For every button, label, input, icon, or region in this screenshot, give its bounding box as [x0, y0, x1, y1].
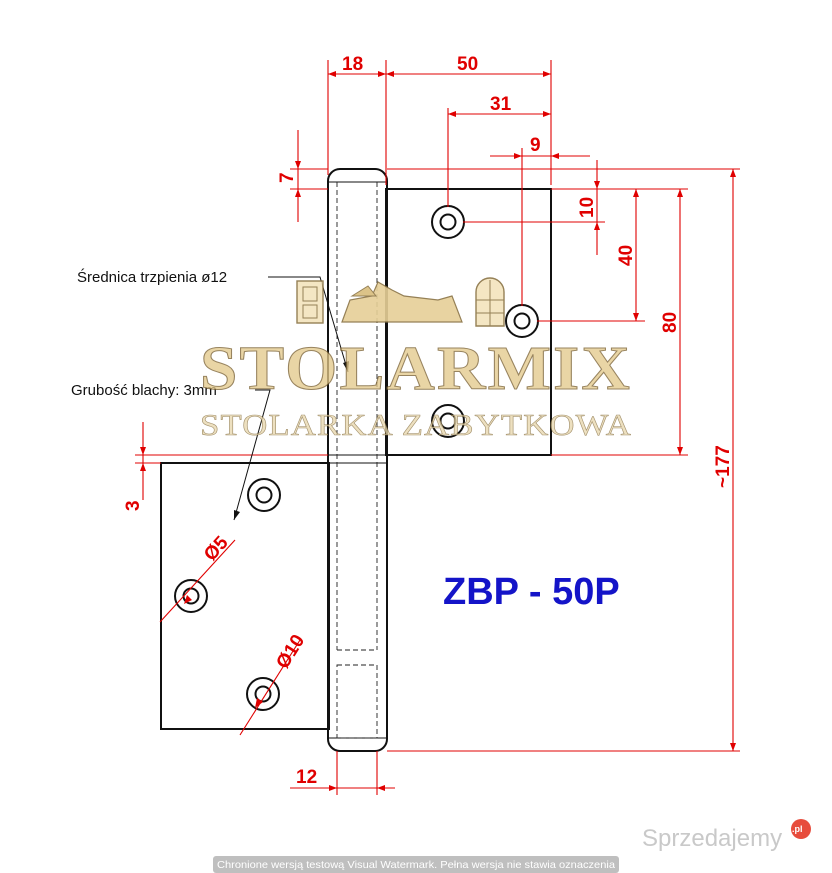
upper-hole-1: [431, 205, 465, 239]
notes: Średnica trzpienia ø12 Grubość blachy: 3…: [71, 268, 349, 521]
dim-barrel-width: 18: [342, 54, 363, 75]
hinge-barrel: [327, 168, 388, 752]
dim-hole-diameter: Ø5: [200, 532, 233, 565]
stolarmix-watermark: STOLARMIX STOLARKA ZABYTKOWA: [200, 277, 632, 442]
model-label: ZBP - 50P: [443, 571, 620, 613]
dim-hole-top: 10: [577, 197, 598, 218]
watermark-tagline: STOLARKA ZABYTKOWA: [200, 407, 632, 442]
dimension-lines: [135, 60, 740, 795]
dim-hole-offset-9: 9: [530, 135, 541, 156]
dim-total-height: ~177: [713, 445, 734, 488]
hinge-outline: [160, 168, 552, 752]
note-pin-diameter: Średnica trzpienia ø12: [77, 268, 227, 286]
site-brand-text: Sprzedajemy: [642, 825, 782, 852]
dim-pin-width: 12: [296, 767, 317, 788]
dim-gap: 3: [123, 500, 144, 511]
lower-hole-2: [174, 579, 208, 613]
hidden-pin: [336, 182, 378, 739]
site-badge-icon: [791, 819, 811, 839]
note-sheet-thickness: Grubość blachy: 3mm: [71, 382, 217, 399]
window-icon: [475, 277, 505, 327]
door-icon: [296, 280, 324, 324]
upper-hole-2: [505, 304, 539, 338]
plane-tool-icon: [341, 281, 463, 323]
lower-hole-1: [247, 478, 281, 512]
dim-leaf-width: 50: [457, 54, 478, 75]
dim-countersink-diameter: Ø10: [272, 631, 309, 673]
lower-hole-3: [246, 677, 280, 711]
footer-notice: Chronione wersją testową Visual Watermar…: [213, 856, 619, 873]
footer-notice-text: Chronione wersją testową Visual Watermar…: [217, 859, 615, 871]
lower-leaf: [160, 462, 330, 730]
site-badge-text: .pl: [792, 824, 803, 834]
note-sheet-leader: [233, 389, 271, 521]
dim-hole-offset-31: 31: [490, 94, 512, 115]
note-pin-leader: [268, 276, 349, 373]
dim-hole-spacing: 40: [616, 245, 637, 266]
sprzedajemy-logo: Sprzedajemy .pl: [642, 819, 811, 852]
upper-hole-3: [431, 404, 465, 438]
dim-top-offset: 7: [277, 172, 298, 183]
watermark-brand: STOLARMIX: [200, 335, 632, 403]
dim-leaf-height: 80: [660, 312, 681, 333]
